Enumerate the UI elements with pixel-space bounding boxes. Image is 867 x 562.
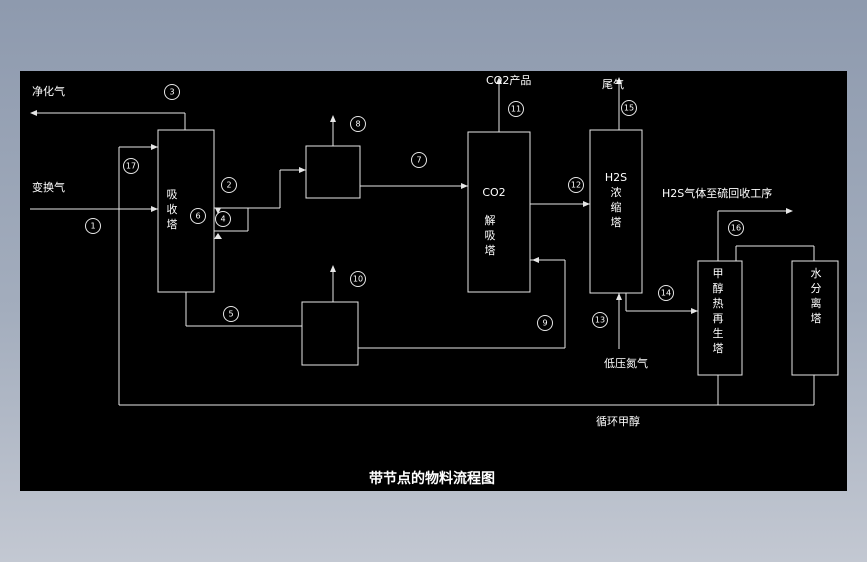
tail-gas-label: 尾气 <box>602 77 624 91</box>
node-number: 5 <box>228 310 233 319</box>
water-separator-label: 水 分 离 塔 <box>811 267 822 325</box>
diagram-title: 带节点的物料流程图 <box>369 470 495 487</box>
node-number: 10 <box>353 275 363 284</box>
node-marker: 3 <box>164 84 180 100</box>
methanol-regenerator-label-char: 醇 <box>713 281 724 295</box>
methanol-regenerator-tower <box>697 260 743 376</box>
node-marker: 7 <box>411 152 427 168</box>
node-circle <box>568 177 584 193</box>
water-separator-tower <box>791 260 839 376</box>
node-number: 6 <box>195 212 200 221</box>
node-marker: 4 <box>215 211 231 227</box>
node-number: 8 <box>355 120 360 129</box>
node-marker: 15 <box>621 100 637 116</box>
node-circle <box>658 285 674 301</box>
co2-product-label: CO2产品 <box>486 73 531 87</box>
h2s-concentrator-label-char: 缩 <box>611 201 622 214</box>
h2s-concentrator-label: H2S 浓 缩 塔 <box>605 171 627 229</box>
methanol-regenerator-label-char: 塔 <box>713 342 724 355</box>
co2-desorber-label: CO2 解 吸 塔 <box>482 186 505 257</box>
node-number: 15 <box>624 104 634 113</box>
circulating-methanol-label: 循环甲醇 <box>596 414 640 428</box>
h2s-to-sulfur-label: H2S气体至硫回收工序 <box>662 186 772 200</box>
node-circle <box>411 152 427 168</box>
node-circle <box>85 218 101 234</box>
co2-desorber-label-char: 吸 <box>485 229 496 242</box>
methanol-regenerator-label: 甲 醇 热 再 生 塔 <box>713 267 724 355</box>
co2-desorber-tower <box>467 131 531 293</box>
water-separator-label-char: 塔 <box>811 312 822 325</box>
node-marker: 17 <box>123 158 139 174</box>
node-marker: 16 <box>728 220 744 236</box>
co2-desorber-label-char: CO2 <box>482 186 505 199</box>
water-separator-label-char: 离 <box>811 296 822 310</box>
lower-flash-vessel <box>301 301 359 366</box>
node-number: 17 <box>126 162 136 171</box>
equipment <box>157 129 839 376</box>
water-separator-label-char: 水 <box>811 267 822 280</box>
node-circle <box>508 101 524 117</box>
absorber-tower <box>157 129 215 293</box>
node-circle <box>215 211 231 227</box>
absorber-label: 吸 收 塔 <box>167 188 178 231</box>
node-number: 16 <box>731 224 741 233</box>
absorber-label-char: 吸 <box>167 188 178 201</box>
node-number: 11 <box>511 105 521 114</box>
upper-flash-vessel <box>305 145 361 199</box>
node-circle <box>592 312 608 328</box>
node-number: 9 <box>542 319 547 328</box>
node-marker: 6 <box>190 208 206 224</box>
node-circle <box>190 208 206 224</box>
node-marker: 1 <box>85 218 101 234</box>
flow-diagram: 吸 收 塔 CO2 解 吸 塔 H2S 浓 缩 塔 甲 醇 热 再 生 塔 水 … <box>30 73 839 487</box>
node-circle <box>123 158 139 174</box>
node-marker: 13 <box>592 312 608 328</box>
node-number: 14 <box>661 289 671 298</box>
water-separator-label-char: 分 <box>811 282 822 295</box>
node-circle <box>350 116 366 132</box>
node-marker: 11 <box>508 101 524 117</box>
node-number: 1 <box>90 222 95 231</box>
h2s-concentrator-label-char: H2S <box>605 171 627 184</box>
node-marker: 10 <box>350 271 366 287</box>
node-marker: 8 <box>350 116 366 132</box>
node-marker: 12 <box>568 177 584 193</box>
node-circle <box>223 306 239 322</box>
purified-gas-label: 净化气 <box>32 84 65 98</box>
h2s-concentrator-label-char: 浓 <box>611 186 622 199</box>
methanol-regenerator-label-char: 再 <box>713 312 724 325</box>
node-marker: 14 <box>658 285 674 301</box>
node-circle <box>728 220 744 236</box>
node-circle <box>537 315 553 331</box>
node-number: 12 <box>571 181 581 190</box>
diagram-canvas: 吸 收 塔 CO2 解 吸 塔 H2S 浓 缩 塔 甲 醇 热 再 生 塔 水 … <box>20 71 847 491</box>
node-number: 2 <box>226 181 231 190</box>
methanol-regenerator-label-char: 甲 <box>713 267 724 280</box>
node-marker: 5 <box>223 306 239 322</box>
low-pressure-n2-label: 低压氮气 <box>604 356 648 370</box>
absorber-label-char: 塔 <box>167 218 178 231</box>
node-number: 7 <box>416 156 421 165</box>
node-number: 13 <box>595 316 605 325</box>
co2-desorber-label-char: 解 <box>485 213 496 227</box>
absorber-label-char: 收 <box>167 202 178 216</box>
methanol-regenerator-label-char: 热 <box>713 297 724 310</box>
node-circle <box>164 84 180 100</box>
pipe-lines <box>30 77 815 406</box>
methanol-regenerator-label-char: 生 <box>713 326 724 340</box>
node-number: 3 <box>169 88 174 97</box>
node-number: 4 <box>220 215 225 224</box>
h2s-concentrator-label-char: 塔 <box>611 216 622 229</box>
co2-desorber-label-char: 塔 <box>485 244 496 257</box>
h2s-concentrator-tower <box>589 129 643 294</box>
node-circle <box>221 177 237 193</box>
node-marker: 9 <box>537 315 553 331</box>
node-marker: 2 <box>221 177 237 193</box>
node-circle <box>350 271 366 287</box>
node-circle <box>621 100 637 116</box>
shift-gas-label: 变换气 <box>32 180 65 194</box>
